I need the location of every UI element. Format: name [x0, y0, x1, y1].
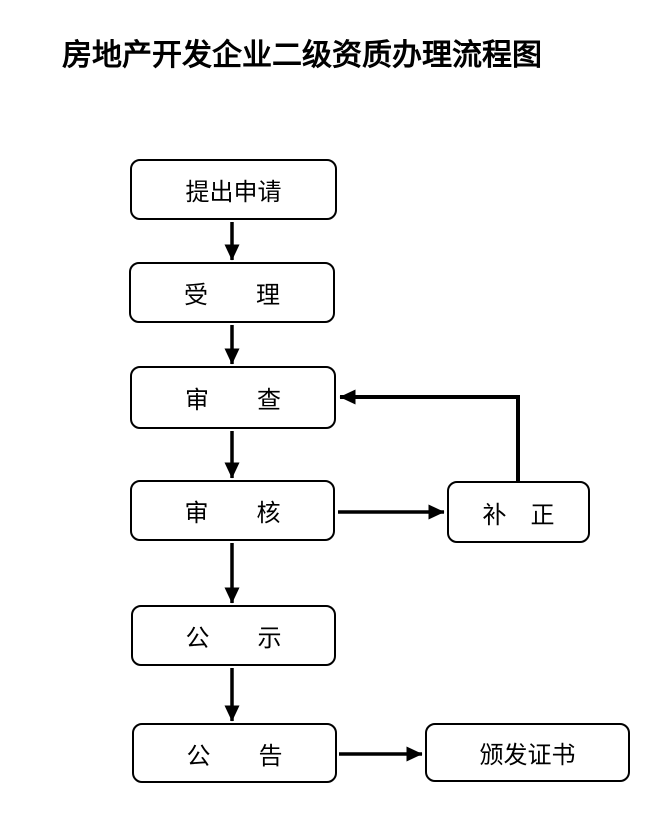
- flow-node-announce: 公 告: [132, 723, 337, 783]
- flow-node-publicity: 公 示: [131, 605, 336, 666]
- flow-node-review-label: 审 查: [185, 386, 281, 414]
- flow-node-verify-label: 审 核: [184, 499, 281, 527]
- flow-node-correction-label: 补 正: [482, 500, 555, 529]
- flow-node-apply: 提出申请: [130, 159, 337, 220]
- flow-node-review: 审 查: [130, 366, 336, 429]
- flow-node-certificate: 颁发证书: [425, 723, 630, 782]
- flow-node-publicity-label: 公 示: [185, 624, 282, 652]
- flow-node-correction: 补 正: [447, 481, 590, 543]
- flow-node-accept: 受 理: [129, 262, 335, 323]
- page-title: 房地产开发企业二级资质办理流程图: [62, 38, 542, 73]
- flow-node-certificate-label: 颁发证书: [479, 741, 576, 769]
- arrow-correction-to-review: [339, 389, 520, 481]
- flow-node-announce-label: 公 告: [186, 741, 283, 770]
- flow-node-accept-label: 受 理: [184, 281, 280, 309]
- flow-node-verify: 审 核: [130, 480, 335, 541]
- flow-node-apply-label: 提出申请: [185, 178, 282, 206]
